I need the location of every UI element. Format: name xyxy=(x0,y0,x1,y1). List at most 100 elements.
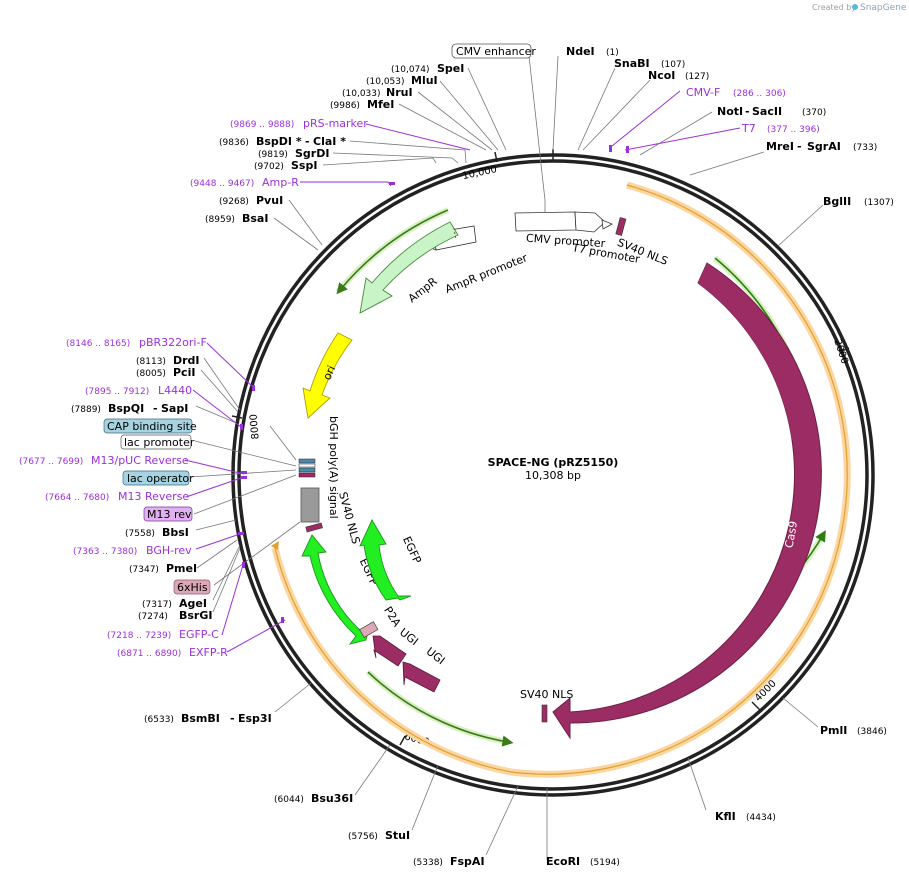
primer-egfpc: EGFP-C xyxy=(179,628,219,641)
site-pvui-pos: (9268) xyxy=(219,197,249,207)
site-mfei-pos: (9986) xyxy=(330,101,360,111)
ugi-inner-label: UGI xyxy=(424,645,448,667)
site-kfli: KflI xyxy=(715,810,736,823)
egfp-outer-feature xyxy=(301,534,371,645)
map-title: SPACE-NG (pRZ5150) xyxy=(488,456,619,469)
primer-m13puc: M13/pUC Reverse xyxy=(91,454,189,467)
site-noti-dash: - xyxy=(745,105,750,118)
site-bbsi-pos: (7558) xyxy=(125,529,155,539)
orf-band-left-line xyxy=(274,547,512,773)
site-sspi: SspI xyxy=(291,159,317,172)
lac-operator-label: lac operator xyxy=(127,472,194,485)
cap-binding-site-feature xyxy=(298,458,316,464)
site-fspai-pos: (5338) xyxy=(413,858,443,868)
sv40-nls-bottom-label: SV40 NLS xyxy=(520,688,573,701)
snapgene-brand: SnapGene xyxy=(860,3,907,13)
site-ncoi: NcoI xyxy=(648,69,675,82)
primer-m13puc-pos: (7677 .. 7699) xyxy=(19,457,83,467)
site-pcii: PciI xyxy=(173,366,195,379)
created-by-text: Created by xyxy=(812,3,856,12)
site-mlui-pos: (10,053) xyxy=(366,77,405,87)
m13-rev-feature xyxy=(298,472,316,478)
primer-m13rev-pos: (7664 .. 7680) xyxy=(45,493,109,503)
cmv-promoter-feature xyxy=(514,211,577,232)
site-clai: ClaI * xyxy=(313,135,346,148)
site-drdi-pos: (8113) xyxy=(136,357,166,367)
ori-feature xyxy=(302,332,353,419)
site-bspqi-pos: (7889) xyxy=(71,405,101,415)
primer-m13rev: M13 Reverse xyxy=(118,490,189,503)
primer-ampr-pos: (9448 .. 9467) xyxy=(190,179,254,189)
site-bsai-pos: (8959) xyxy=(205,215,235,225)
lac-operator-feature xyxy=(298,467,316,473)
primer-t7: T7 xyxy=(741,122,756,135)
site-mlui: MluI xyxy=(411,74,438,87)
site-bsu36i: Bsu36I xyxy=(311,792,353,805)
site-bspdi: BspDI * xyxy=(256,135,302,148)
site-sgrai: SgrAI xyxy=(807,140,841,153)
site-mrei-pos: (733) xyxy=(853,143,877,153)
lac-promoter-box xyxy=(120,434,192,450)
orf-band-right-line xyxy=(510,184,848,775)
site-leader-lines xyxy=(189,55,824,860)
primer-exfpr-pos: (6871 .. 6890) xyxy=(117,649,181,659)
tick-label-2000: 2000 xyxy=(831,338,849,366)
primer-pbr-pos: (8146 .. 8165) xyxy=(66,339,130,349)
site-bspqi-dash: - xyxy=(153,402,158,415)
primer-t7-pos: (377 .. 396) xyxy=(767,125,820,135)
6xhis-label: 6xHis xyxy=(177,581,208,594)
cas9-feature-cap xyxy=(698,263,807,440)
egfp-inner-feature xyxy=(359,519,412,601)
site-pmei: PmeI xyxy=(166,562,197,575)
orf-band-left-arrowhead xyxy=(271,541,279,550)
site-bspdi-dash: - xyxy=(305,135,310,148)
site-bsrgi-pos: (7274) xyxy=(138,612,168,622)
site-sapi: SapI xyxy=(161,402,188,415)
cas9-feature xyxy=(552,262,822,740)
ori-label: ori xyxy=(320,364,338,382)
primer-cmvf-pos: (286 .. 306) xyxy=(733,89,786,99)
cap-binding-label: CAP binding site xyxy=(107,420,197,433)
primer-prs-pos: (9869 .. 9888) xyxy=(230,120,294,130)
sv40-nls-bottom-feature xyxy=(541,704,548,723)
site-bglii-pos: (1307) xyxy=(864,198,894,208)
ugi-outer-label: UGI xyxy=(397,626,421,648)
primer-bghrev: BGH-rev xyxy=(146,544,192,557)
primer-pbr: pBR322ori-F xyxy=(139,336,207,349)
site-pmli-pos: (3846) xyxy=(857,727,887,737)
primer-ampr: Amp-R xyxy=(262,176,299,189)
primer-marks xyxy=(238,145,629,623)
site-nrui: NruI xyxy=(386,86,413,99)
tick-label-8000: 8000 xyxy=(248,413,261,439)
site-bsai: BsaI xyxy=(242,212,268,225)
site-agei: AgeI xyxy=(179,597,207,610)
lac-promoter-label: lac promoter xyxy=(124,436,195,449)
snapgene-logo-icon xyxy=(852,4,858,10)
6xhis-box xyxy=(173,579,211,595)
site-ncoi-pos: (127) xyxy=(685,72,709,82)
site-ndei: NdeI xyxy=(566,45,595,58)
ampr-feature xyxy=(359,221,459,314)
site-sspi-pos: (9702) xyxy=(254,162,284,172)
ugi-inner-feature xyxy=(402,661,441,693)
site-bspdi-pos: (9836) xyxy=(219,138,249,148)
orf-amp-arrow xyxy=(336,209,449,295)
site-pvui: PvuI xyxy=(256,194,283,207)
site-drdi: DrdI xyxy=(173,354,200,367)
t7-promoter-feature xyxy=(601,219,613,230)
site-bglii: BglII xyxy=(823,195,851,208)
bgh-polya-feature xyxy=(300,487,320,523)
primer-bghrev-pos: (7363 .. 7380) xyxy=(73,547,137,557)
site-bsmbi: BsmBI xyxy=(181,712,220,725)
site-bbsi: BbsI xyxy=(162,526,189,539)
cmv-enhancer-box xyxy=(451,43,532,59)
p2a-feature xyxy=(359,621,379,638)
site-ecori-pos: (5194) xyxy=(590,858,620,868)
site-stui: StuI xyxy=(385,829,410,842)
primer-l4440-pos: (7895 .. 7912) xyxy=(85,387,149,397)
site-snabi-pos: (107) xyxy=(661,60,685,70)
sv40-nls-top-feature xyxy=(615,217,627,236)
site-spei: SpeI xyxy=(437,62,464,75)
site-esp3i: Esp3I xyxy=(238,712,272,725)
primer-cmvf: CMV-F xyxy=(686,86,720,99)
